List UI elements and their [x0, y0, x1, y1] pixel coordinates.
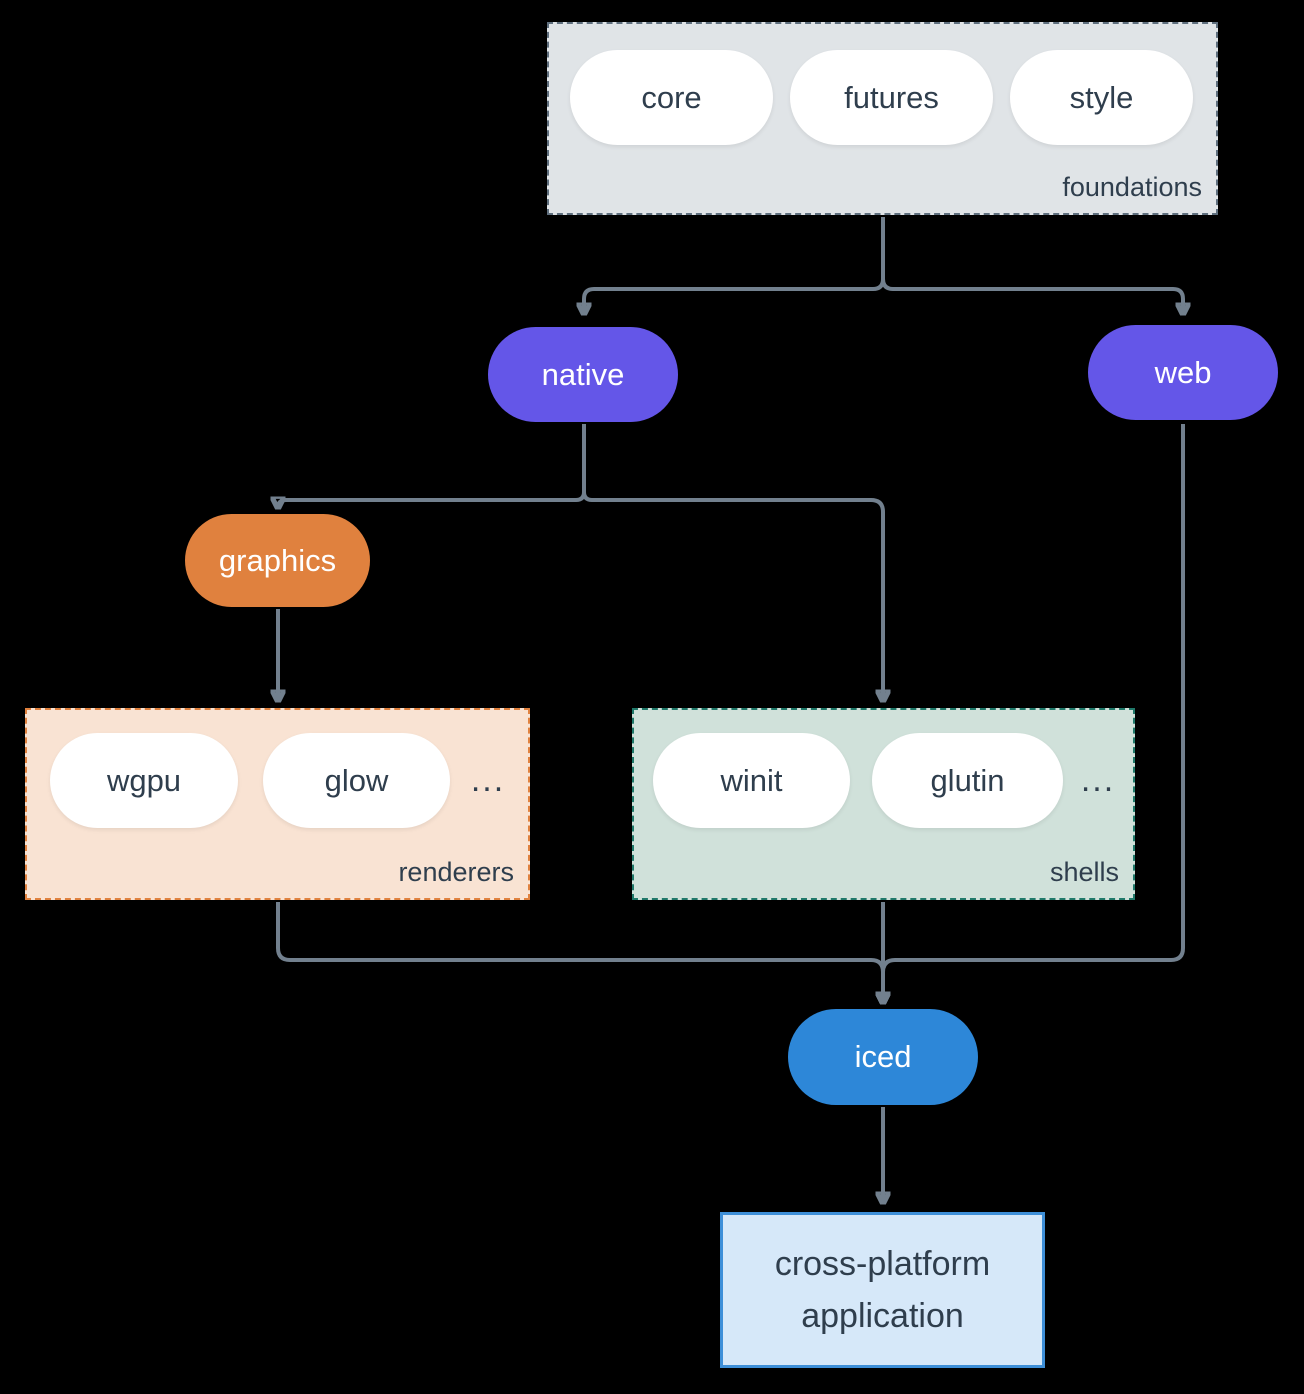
- node-cross-platform-application: cross-platform application: [720, 1212, 1045, 1368]
- shells-ellipsis: ...: [1080, 761, 1116, 799]
- node-futures-label: futures: [844, 79, 939, 115]
- edge-native-shells: [582, 424, 883, 701]
- edge-foundations-native: [584, 217, 885, 314]
- node-web-label: web: [1154, 354, 1212, 390]
- node-wgpu-label: wgpu: [106, 762, 182, 798]
- node-glutin-label: glutin: [930, 762, 1005, 798]
- node-native-label: native: [541, 356, 625, 392]
- node-wgpu: wgpu: [50, 733, 238, 828]
- edge-native-graphics: [278, 424, 586, 508]
- renderers-ellipsis: ...: [470, 761, 506, 799]
- node-iced-label: iced: [854, 1039, 912, 1074]
- foundations-group-label: foundations: [1062, 172, 1202, 202]
- node-winit-label: winit: [720, 762, 783, 798]
- node-web: web: [1088, 325, 1278, 420]
- node-graphics-label: graphics: [218, 542, 337, 578]
- edge-renderers-iced: [276, 902, 883, 1003]
- node-glow: glow: [263, 733, 450, 828]
- node-futures: futures: [790, 50, 993, 145]
- edge-web-iced: [883, 424, 1185, 1003]
- node-winit: winit: [653, 733, 850, 828]
- node-iced: iced: [788, 1009, 978, 1105]
- edge-foundations-web: [881, 217, 1183, 314]
- node-native: native: [488, 327, 678, 422]
- node-style-label: style: [1069, 79, 1134, 115]
- application-label-line1: cross-platform: [774, 1245, 991, 1283]
- node-core: core: [570, 50, 773, 145]
- shells-group-label: shells: [1049, 857, 1119, 887]
- node-glutin: glutin: [872, 733, 1063, 828]
- renderers-group-label: renderers: [398, 857, 514, 887]
- node-graphics: graphics: [185, 514, 370, 607]
- node-core-label: core: [641, 79, 702, 115]
- application-label-line2: application: [801, 1297, 964, 1335]
- node-glow-label: glow: [324, 762, 389, 798]
- node-style: style: [1010, 50, 1193, 145]
